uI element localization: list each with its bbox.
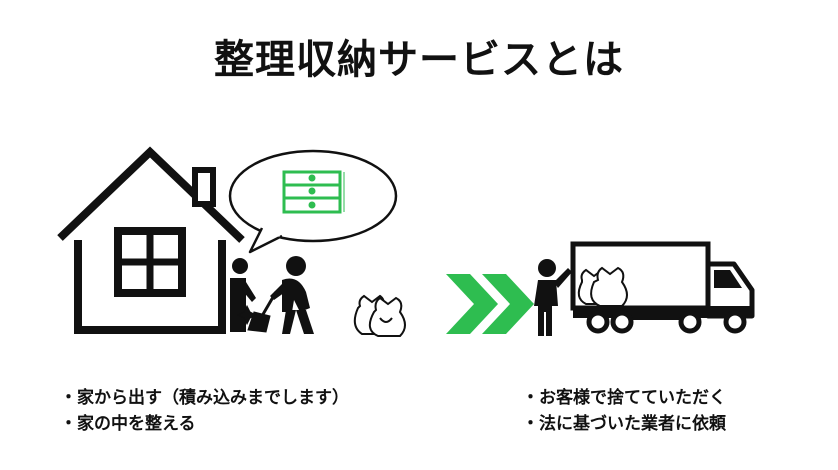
storage-drawer-icon xyxy=(282,170,345,214)
right-list: ・お客様で捨てていただく ・法に基づいた業者に依頼 xyxy=(522,385,726,437)
person-loading-icon xyxy=(534,259,572,336)
truck-icon xyxy=(570,241,755,334)
list-item: ・お客様で捨てていただく xyxy=(522,388,726,408)
chevron-arrows-icon xyxy=(446,274,534,334)
person-sweeping-icon xyxy=(270,256,314,334)
garbage-bags-icon xyxy=(353,294,406,337)
list-item: ・家から出す（積み込みまでします） xyxy=(60,388,349,408)
left-list: ・家から出す（積み込みまでします） ・家の中を整える xyxy=(60,385,349,437)
list-item: ・家の中を整える xyxy=(60,414,196,434)
list-item: ・法に基づいた業者に依頼 xyxy=(522,414,726,434)
person-peeking-icon xyxy=(230,258,256,332)
house-icon xyxy=(57,146,245,334)
speech-bubble-icon xyxy=(228,149,398,254)
page-title: 整理収納サービスとは xyxy=(214,37,624,83)
